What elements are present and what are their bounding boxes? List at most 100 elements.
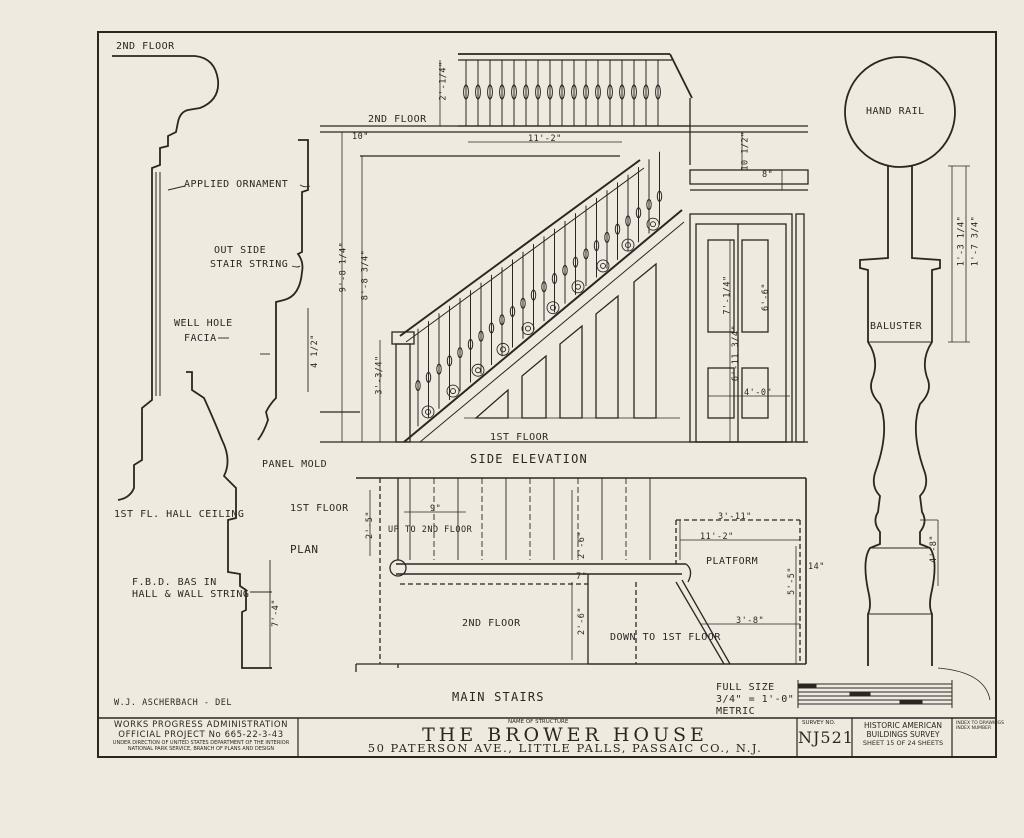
label-full-size: FULL SIZE — [716, 682, 775, 693]
upper-baluster-turning — [655, 84, 661, 100]
upper-balusters — [463, 60, 661, 126]
dim-newel-height: 3'-3/4" — [374, 355, 385, 395]
baluster-turning — [520, 297, 526, 309]
baluster-turning — [625, 215, 631, 227]
scroll-bracket-eye — [500, 346, 506, 353]
scroll-bracket-eye — [625, 242, 631, 249]
baluster-turning — [572, 256, 579, 268]
upper-baluster-turning — [487, 84, 493, 100]
dim-door-height: 6'-11 3/4" — [731, 324, 742, 382]
label-base-board-1: F.B.D. BAS IN — [132, 577, 217, 588]
name-of-structure-label: NAME OF STRUCTURE — [508, 719, 569, 725]
label-well-hole-1: WELL HOLE — [174, 318, 233, 329]
label-outside-stair-string-2: STAIR STRING — [210, 259, 289, 270]
baluster-turning — [593, 240, 600, 252]
baluster-turning — [415, 380, 421, 392]
baluster-turning — [457, 347, 463, 359]
label-platform: PLATFORM — [706, 556, 759, 567]
baluster-profile — [859, 166, 941, 666]
scroll-bracket-eye — [425, 409, 431, 415]
dim-ceiling-height: 8'-8 3/4" — [360, 249, 371, 301]
scroll-bracket — [471, 363, 485, 377]
elevation-dimension-lines — [341, 60, 790, 442]
sheet-border — [97, 31, 997, 758]
label-applied-ornament: APPLIED ORNAMENT — [184, 179, 289, 190]
scroll-bracket-eye — [600, 262, 606, 269]
label-second-floor-plan: 2ND FLOOR — [462, 618, 521, 629]
dim-baluster-upper: 1'-3 1/4" — [956, 215, 967, 267]
upper-baluster-turning — [547, 84, 553, 100]
label-first-floor-plan-1: 1ST FLOOR — [290, 503, 349, 514]
dim-well-length: 11'-2" — [528, 134, 562, 144]
label-side-elevation: SIDE ELEVATION — [470, 452, 588, 466]
upper-baluster-turning — [511, 84, 517, 100]
scroll-bracket-eye — [550, 304, 556, 311]
dim-plan-width: 2'-6" — [577, 530, 588, 560]
upper-baluster-turning — [535, 84, 541, 100]
dim-floor-thickness: 10" — [352, 132, 369, 142]
label-metric: METRIC — [716, 706, 756, 717]
index-block: INDEX TO DRAWINGS INDEX NUMBER — [956, 721, 1004, 731]
upper-baluster-turning — [595, 84, 601, 100]
survey-number: NJ521 — [798, 728, 854, 747]
dim-tread: 9" — [430, 504, 442, 514]
label-main-stairs: MAIN STAIRS — [452, 690, 545, 704]
baluster-turning — [646, 198, 652, 210]
baluster-turning — [499, 314, 505, 326]
agency-line-2: OFFICIAL PROJECT No 665-22-3-43 — [118, 730, 284, 740]
dim-header: 8" — [762, 170, 774, 180]
dim-baluster-total: 1'-7 3/4" — [970, 215, 981, 267]
label-delineator: W.J. ASCHERBACH - DEL — [114, 698, 232, 708]
side-elevation — [320, 53, 809, 443]
scroll-bracket — [646, 217, 660, 231]
dim-base-height: 7'-4" — [271, 598, 282, 628]
structure-name: THE BROWER HOUSE — [422, 724, 708, 746]
baluster-turning — [467, 338, 474, 350]
hand-rail-section — [844, 56, 956, 168]
upper-baluster-turning — [571, 84, 577, 100]
upper-baluster-turning — [619, 84, 625, 100]
label-first-floor-elevation: 1ST FLOOR — [490, 432, 549, 443]
scroll-bracket — [621, 238, 635, 252]
index-line-1: INDEX TO DRAWINGS — [956, 721, 1004, 726]
label-first-fl-hall-ceiling: 1ST FL. HALL CEILING — [114, 509, 245, 520]
dim-facia: 4 1/2" — [309, 334, 320, 368]
structure-address: 50 PATERSON AVE., LITTLE PALLS, PASSAIC … — [367, 741, 763, 755]
upper-baluster-turning — [463, 84, 469, 100]
title-block-agency: WORKS PROGRESS ADMINISTRATION OFFICIAL P… — [106, 720, 296, 752]
dim-door-panel-height: 7'-1/4" — [722, 275, 733, 315]
label-first-floor-plan-2: PLAN — [290, 543, 319, 556]
upper-baluster-turning — [559, 84, 565, 100]
dim-plan-upper-run: 2'-5" — [365, 510, 376, 540]
baluster-turning — [635, 207, 642, 219]
baluster-turning — [478, 330, 484, 342]
habs-block: HISTORIC AMERICAN BUILDINGS SURVEY SHEET… — [854, 721, 952, 747]
molding-profile-left — [112, 55, 309, 669]
label-outside-stair-string-1: OUT SIDE — [214, 245, 267, 256]
label-second-floor-top: 2ND FLOOR — [116, 41, 175, 52]
baluster-turning — [488, 322, 495, 334]
baluster-turning — [425, 371, 432, 383]
dim-wall: 14" — [808, 562, 825, 572]
scroll-bracket — [446, 384, 460, 398]
scroll-bracket — [496, 342, 510, 356]
plan-dimension-lines — [369, 490, 800, 664]
upper-baluster-turning — [643, 84, 649, 100]
label-base-board-2: HALL & WALL STRING — [132, 589, 250, 600]
dim-lower-flight: 3'-8" — [736, 616, 765, 626]
label-hand-rail: HAND RAIL — [866, 106, 925, 117]
scroll-bracket — [546, 301, 560, 315]
direction-line-2: NATIONAL PARK SERVICE, BRANCH OF PLANS A… — [127, 746, 275, 752]
survey-number-label: SURVEY NO. — [802, 720, 836, 726]
label-up-to-2nd-floor: UP TO 2ND FLOOR — [388, 525, 473, 535]
dim-door-width: 4'-0" — [744, 388, 773, 398]
label-panel-mold: PANEL MOLD — [262, 459, 328, 470]
elevation-balusters — [415, 151, 663, 427]
baluster-turning — [509, 305, 516, 317]
label-down-to-1st-floor: DOWN TO 1ST FLOOR — [610, 632, 721, 643]
dim-upper-rail-height: 2'-1/4" — [438, 61, 449, 101]
scroll-bracket-eye — [525, 325, 531, 332]
upper-baluster-turning — [523, 84, 529, 100]
